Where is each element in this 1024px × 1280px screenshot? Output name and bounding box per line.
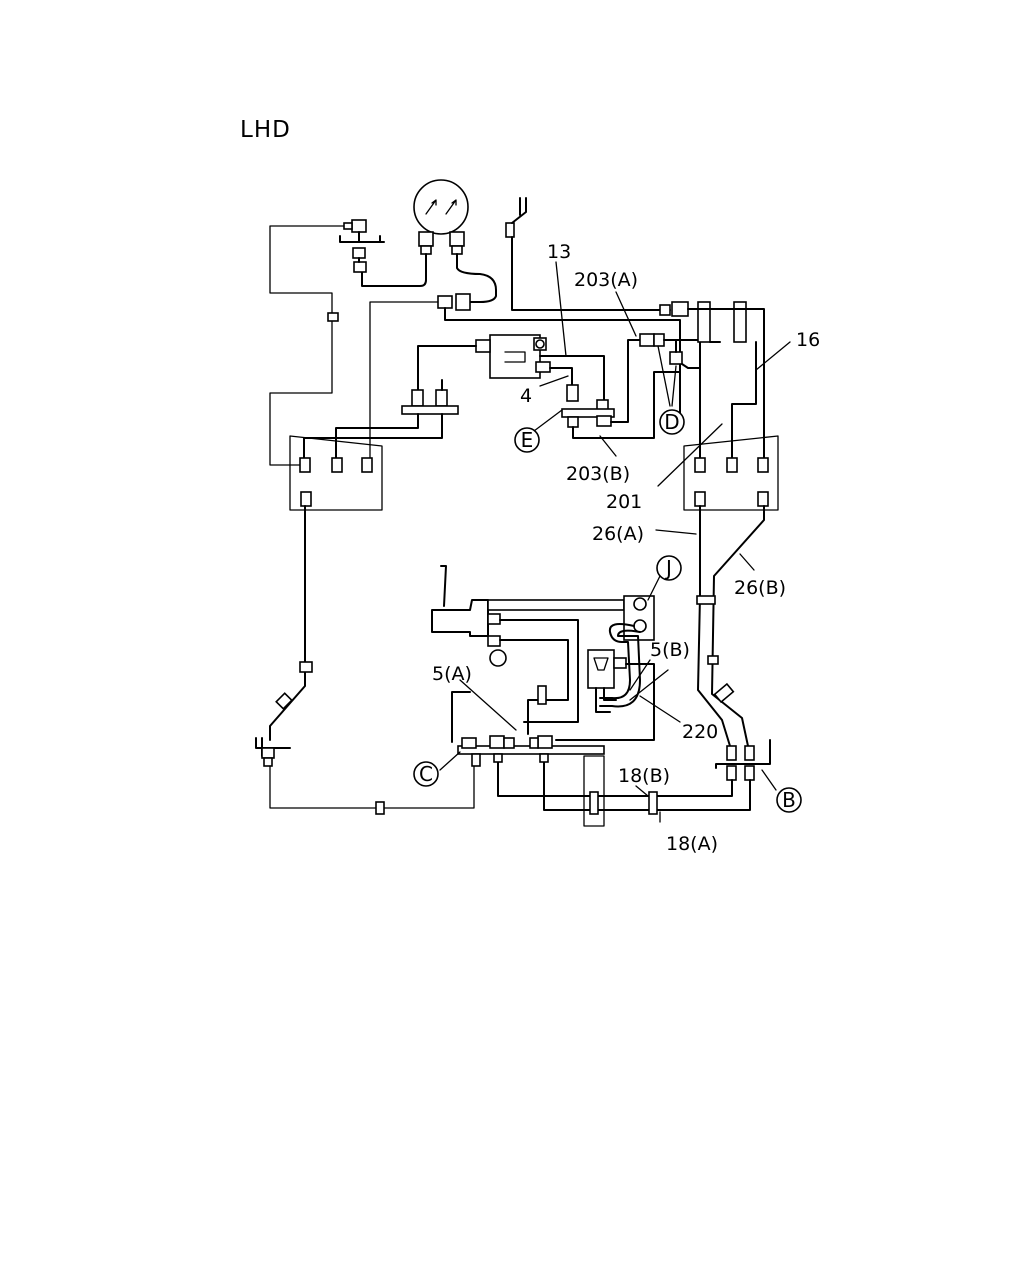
pipe-clip <box>696 595 716 605</box>
pipe-clip <box>713 682 735 704</box>
pipe-5b <box>555 663 655 741</box>
pipe-clip <box>275 692 293 710</box>
pipe-valve-right <box>539 355 605 401</box>
hose-220-outer <box>599 623 635 700</box>
pipe-26b <box>711 505 765 747</box>
ABS-modulator <box>587 649 627 713</box>
pipe-bottom-left <box>269 765 475 809</box>
pipe-to-left-block <box>369 301 439 463</box>
pipe-clip <box>537 685 547 705</box>
brake-lever-assembly <box>431 565 655 667</box>
label-18a: 18(A) <box>666 833 718 855</box>
label-18b: 18(B) <box>618 765 670 787</box>
top-left-valve <box>339 219 385 273</box>
gauge-hose-left <box>361 253 427 287</box>
svg-text:J: J <box>664 556 672 580</box>
proportioning-valve <box>475 334 551 379</box>
front-junction-C <box>457 735 605 767</box>
diagram-title: LHD <box>240 117 291 143</box>
pipe-5a <box>499 639 569 735</box>
left-loop-pipe <box>269 225 345 466</box>
pipe-to-junction <box>499 619 579 723</box>
left-junction-block <box>289 435 383 511</box>
fitting-pair-E <box>561 384 615 428</box>
callout-C: C <box>413 761 439 787</box>
front-left-bracket <box>255 737 291 767</box>
label-5b: 5(B) <box>650 639 690 661</box>
label-26a: 26(A) <box>592 523 644 545</box>
pipe-18b <box>497 759 733 797</box>
pipe-clip <box>299 661 313 673</box>
pressure-gauge <box>413 179 469 255</box>
callout-B: B <box>776 787 802 813</box>
gauge-hose-right <box>456 253 497 303</box>
label-26b: 26(B) <box>734 577 786 599</box>
pipe-18a <box>543 759 751 811</box>
label-201: 201 <box>606 491 642 513</box>
pipe-203a <box>610 339 643 423</box>
pipe-lever-down <box>451 691 471 743</box>
rear-right-bracket-B <box>715 739 771 781</box>
pipe-clip <box>707 655 719 665</box>
callout-E: E <box>514 427 540 453</box>
pipe-clip <box>375 801 385 815</box>
pipe-bracket <box>583 755 605 827</box>
pipe-16 <box>731 341 757 459</box>
pipe-valve-lower <box>549 367 573 386</box>
pipe-top-right <box>687 308 765 459</box>
label-5a: 5(A) <box>432 663 472 685</box>
pipe-clip <box>327 312 339 322</box>
pipe-clip <box>589 791 599 815</box>
hose-220-inner <box>599 629 641 708</box>
leader-lines <box>439 261 791 823</box>
pipe-26a <box>697 505 731 747</box>
callout-D: D <box>659 409 685 435</box>
label-16: 16 <box>796 329 820 351</box>
callout-J: J <box>647 555 682 601</box>
svg-text:B: B <box>782 788 796 812</box>
pipe-left-down <box>269 505 306 741</box>
label-203b: 203(B) <box>566 463 630 485</box>
svg-text:E: E <box>521 428 534 452</box>
pipe-valve-left <box>417 345 477 391</box>
left-fitting-pair <box>303 389 459 459</box>
pipe-clip <box>648 791 658 815</box>
label-203a: 203(A) <box>574 269 638 291</box>
svg-text:C: C <box>419 762 433 786</box>
label-13: 13 <box>547 241 571 263</box>
label-4: 4 <box>520 385 532 407</box>
svg-text:D: D <box>664 410 679 434</box>
fittings-D <box>639 333 701 463</box>
label-220: 220 <box>682 721 718 743</box>
top-right-fitting <box>505 197 747 343</box>
right-junction-block <box>683 435 779 511</box>
